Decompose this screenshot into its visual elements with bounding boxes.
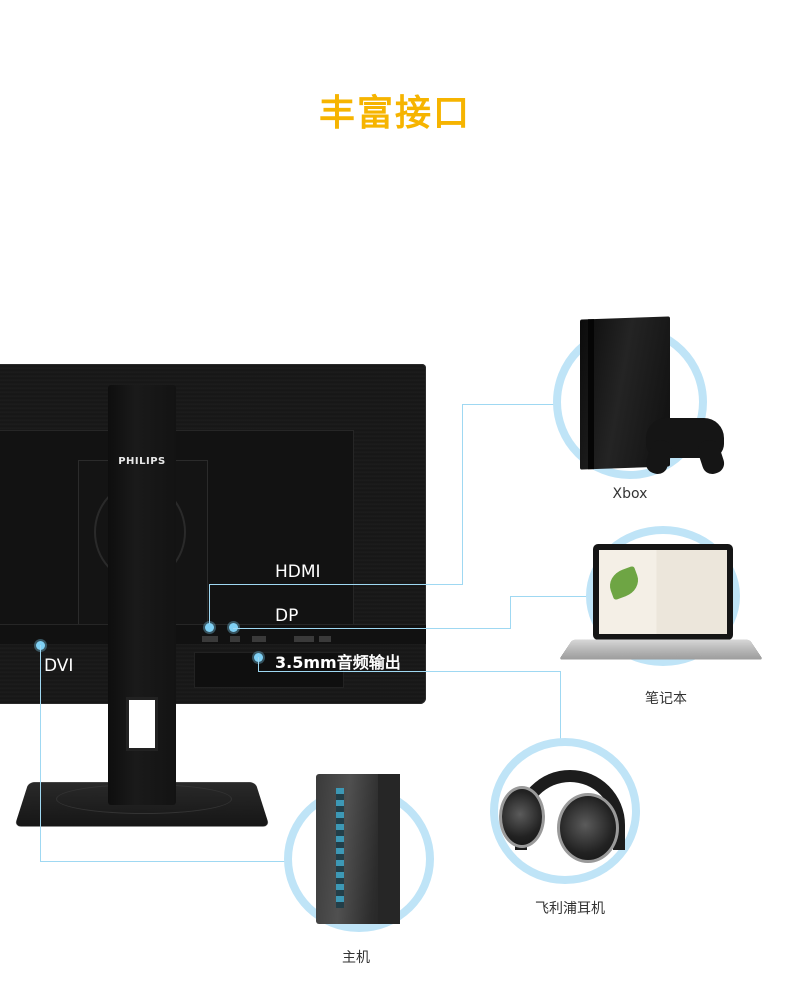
dp-label: DP xyxy=(275,606,299,626)
laptop-screen xyxy=(593,544,733,640)
pc-tower xyxy=(316,774,400,924)
dp-line-h2 xyxy=(510,596,586,597)
audio-line-v1 xyxy=(258,657,259,671)
headphones-cup-right xyxy=(557,793,619,863)
hdmi-port xyxy=(202,636,218,642)
dp-dot xyxy=(229,623,238,632)
usb-port-2 xyxy=(319,636,331,642)
hdmi-label: HDMI xyxy=(275,562,321,582)
dvi-line-h xyxy=(40,861,287,862)
headphones-cup-left xyxy=(499,786,545,848)
console-label: Xbox xyxy=(612,486,648,502)
hdmi-dot xyxy=(205,623,214,632)
headphones-label: 飞利浦耳机 xyxy=(535,901,605,917)
dvi-label: DVI xyxy=(44,656,74,676)
pc-label: 主机 xyxy=(342,950,370,966)
audio-label: 3.5mm音频输出 xyxy=(275,653,401,672)
hdmi-line-v2 xyxy=(462,404,463,585)
hdmi-line-v1 xyxy=(209,584,210,624)
cable-hole xyxy=(126,697,158,751)
page-title: 丰富接口 xyxy=(318,93,471,134)
gamepad-icon xyxy=(646,418,724,458)
hdmi-line-h xyxy=(209,584,462,585)
hdmi-line-h2 xyxy=(462,404,554,405)
usb-port xyxy=(294,636,314,642)
bottom-recess xyxy=(194,652,344,688)
dp-port xyxy=(230,636,240,642)
audio-port xyxy=(252,636,266,642)
laptop-label: 笔记本 xyxy=(645,691,687,707)
laptop-keyboard xyxy=(558,639,764,660)
dp-line-v xyxy=(510,596,511,629)
monitor-rear xyxy=(0,364,426,704)
dp-line-h xyxy=(233,628,510,629)
audio-line-v2 xyxy=(560,671,561,739)
dvi-line-v xyxy=(40,645,41,862)
audio-line-h xyxy=(258,671,561,672)
brand-logo: PHILIPS xyxy=(118,456,166,467)
